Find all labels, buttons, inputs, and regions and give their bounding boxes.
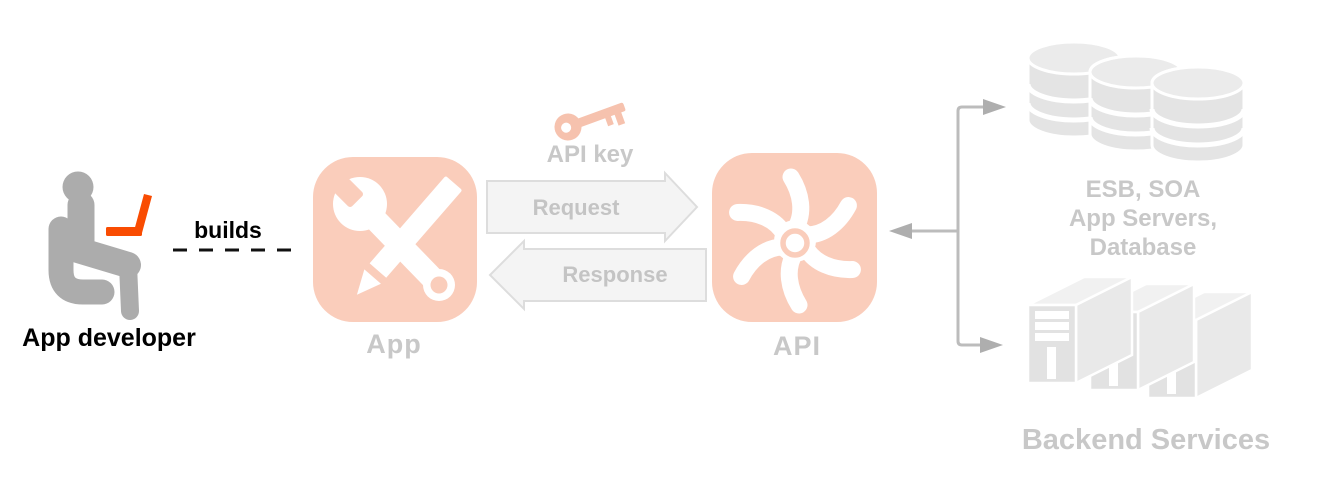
backend-services-label: Backend Services — [1021, 424, 1271, 456]
chair-shape — [48, 216, 115, 305]
request-arrow — [486, 170, 699, 244]
database-stack-icon — [1025, 40, 1247, 164]
key-icon — [554, 102, 626, 141]
cog-shape — [729, 168, 861, 314]
wrench-and-pencil-icon — [313, 157, 477, 322]
laptop-icon — [106, 194, 152, 236]
response-label: Response — [562, 262, 668, 287]
gear-icon — [712, 153, 877, 322]
arrowhead-to-api — [889, 223, 912, 239]
esb-label-line1: ESB, SOA — [1085, 176, 1201, 203]
server-tower — [1026, 275, 1134, 386]
api-key-label: API key — [546, 141, 634, 168]
app-developer-label: App developer — [22, 324, 196, 352]
app-node-label: App — [366, 329, 422, 359]
builds-label: builds — [194, 217, 262, 243]
esb-label-line2: App Servers, — [1068, 205, 1218, 232]
arrowhead-to-database — [983, 99, 1006, 115]
head-shape — [62, 171, 94, 203]
arrowhead-to-servers — [980, 337, 1003, 353]
response-arrow — [488, 238, 707, 312]
api-node-label: API — [772, 331, 821, 361]
database-cylinder — [1149, 65, 1247, 164]
esb-group-label: ESB, SOA App Servers, Database — [1035, 175, 1251, 262]
esb-label-line3: Database — [1089, 234, 1197, 261]
pencil-shape — [356, 176, 462, 295]
builds-dashed-line — [173, 248, 301, 252]
person-at-laptop-icon — [48, 171, 152, 320]
server-towers-icon — [1026, 275, 1254, 401]
request-label: Request — [532, 195, 620, 220]
backend-connector-lines — [889, 99, 1006, 353]
